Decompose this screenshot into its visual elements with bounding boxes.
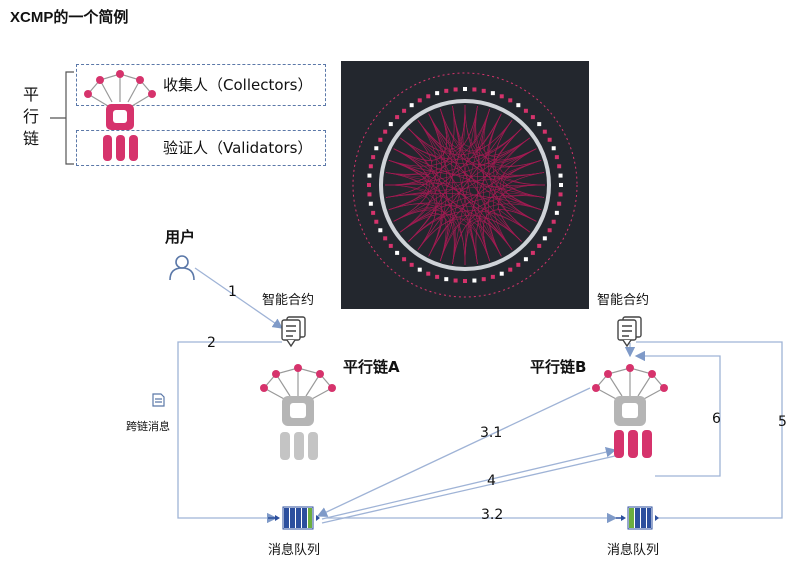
- user-label: 用户: [165, 226, 195, 247]
- contract-a-label: 智能合约: [262, 289, 314, 308]
- chain-a-label: 平行链A: [343, 356, 400, 377]
- crosschain-message-label: 跨链消息: [126, 418, 170, 434]
- step-3-2-label: 3.2: [481, 507, 503, 523]
- arrow-step-3-1: [318, 388, 590, 516]
- queue-a-label: 消息队列: [268, 539, 320, 558]
- contract-b-label: 智能合约: [597, 289, 649, 308]
- step-3-1-label: 3.1: [480, 425, 502, 441]
- step-1-label: 1: [228, 284, 237, 300]
- queue-b-label: 消息队列: [607, 539, 659, 558]
- arrow-step-5: [636, 342, 782, 518]
- chain-a-validators-icon: [280, 432, 318, 460]
- step-2-label: 2: [207, 335, 216, 351]
- chain-b-label: 平行链B: [530, 356, 586, 377]
- arrow-step-4b: [322, 456, 615, 523]
- step-6-label: 6: [712, 411, 721, 427]
- arrow-step-2: [178, 342, 282, 518]
- queue-b-icon: [616, 507, 659, 529]
- user-icon: [170, 256, 194, 280]
- step-5-label: 5: [778, 414, 787, 430]
- step-4-label: 4: [487, 473, 496, 489]
- contract-a-icon: [282, 317, 305, 346]
- arrow-step-4a: [322, 450, 615, 519]
- queue-a-icon: [268, 507, 320, 529]
- document-icon: [153, 394, 164, 406]
- chain-a-collectors-icon: [260, 364, 336, 426]
- chain-b-validators-icon: [614, 430, 652, 458]
- chain-b-collectors-icon: [592, 364, 668, 426]
